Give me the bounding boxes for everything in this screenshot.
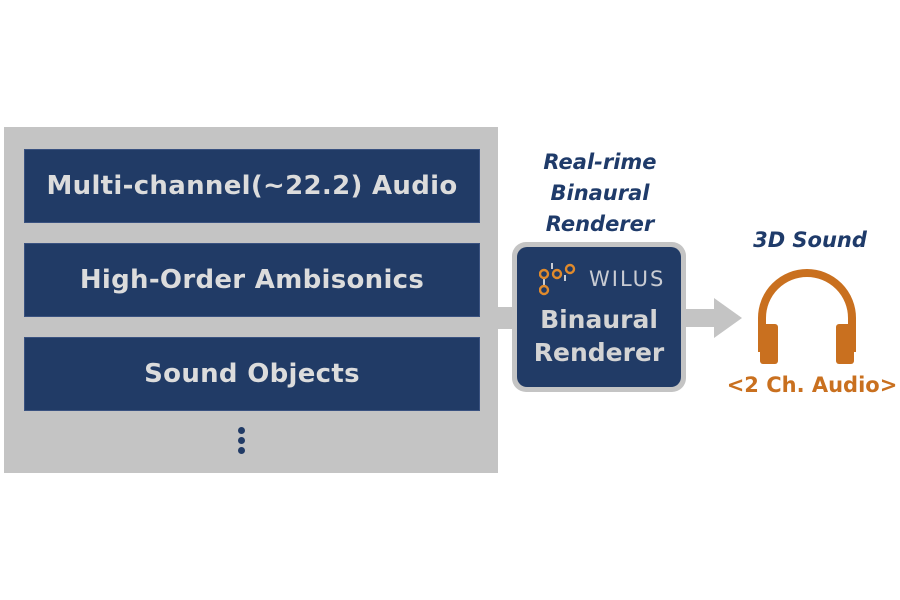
renderer-title-line: Renderer [533,338,665,367]
output-caption: 3D Sound [753,228,867,252]
source-higher-order-ambisonics: High-Order Ambisonics [24,243,480,317]
source-label: High-Order Ambisonics [79,265,425,295]
wilus-logo-icon [539,263,576,296]
renderer-caption-line: Real-rime [543,150,657,174]
source-label: Sound Objects [144,359,360,389]
output-arrow-icon [686,298,742,338]
source-sound-objects: Sound Objects [24,337,480,411]
renderer-title-line: Binaural [540,305,658,334]
renderer-title: Binaural Renderer [517,303,681,369]
output-audio-label: <2 Ch. Audio> [726,373,898,397]
wilus-brand: WILUS [539,261,665,297]
binaural-renderer-box: WILUS Binaural Renderer [512,242,686,392]
source-multichannel-audio: Multi-channel(~22.2) Audio [24,149,480,223]
renderer-caption-line: Renderer [545,212,655,236]
headphones-icon [758,269,856,364]
source-label: Multi-channel(~22.2) Audio [46,171,458,201]
more-sources-ellipsis-icon [236,427,246,457]
brand-name: WILUS [589,267,666,291]
renderer-caption: Real-rime Binaural Renderer [515,147,685,240]
renderer-caption-line: Binaural [550,181,650,205]
